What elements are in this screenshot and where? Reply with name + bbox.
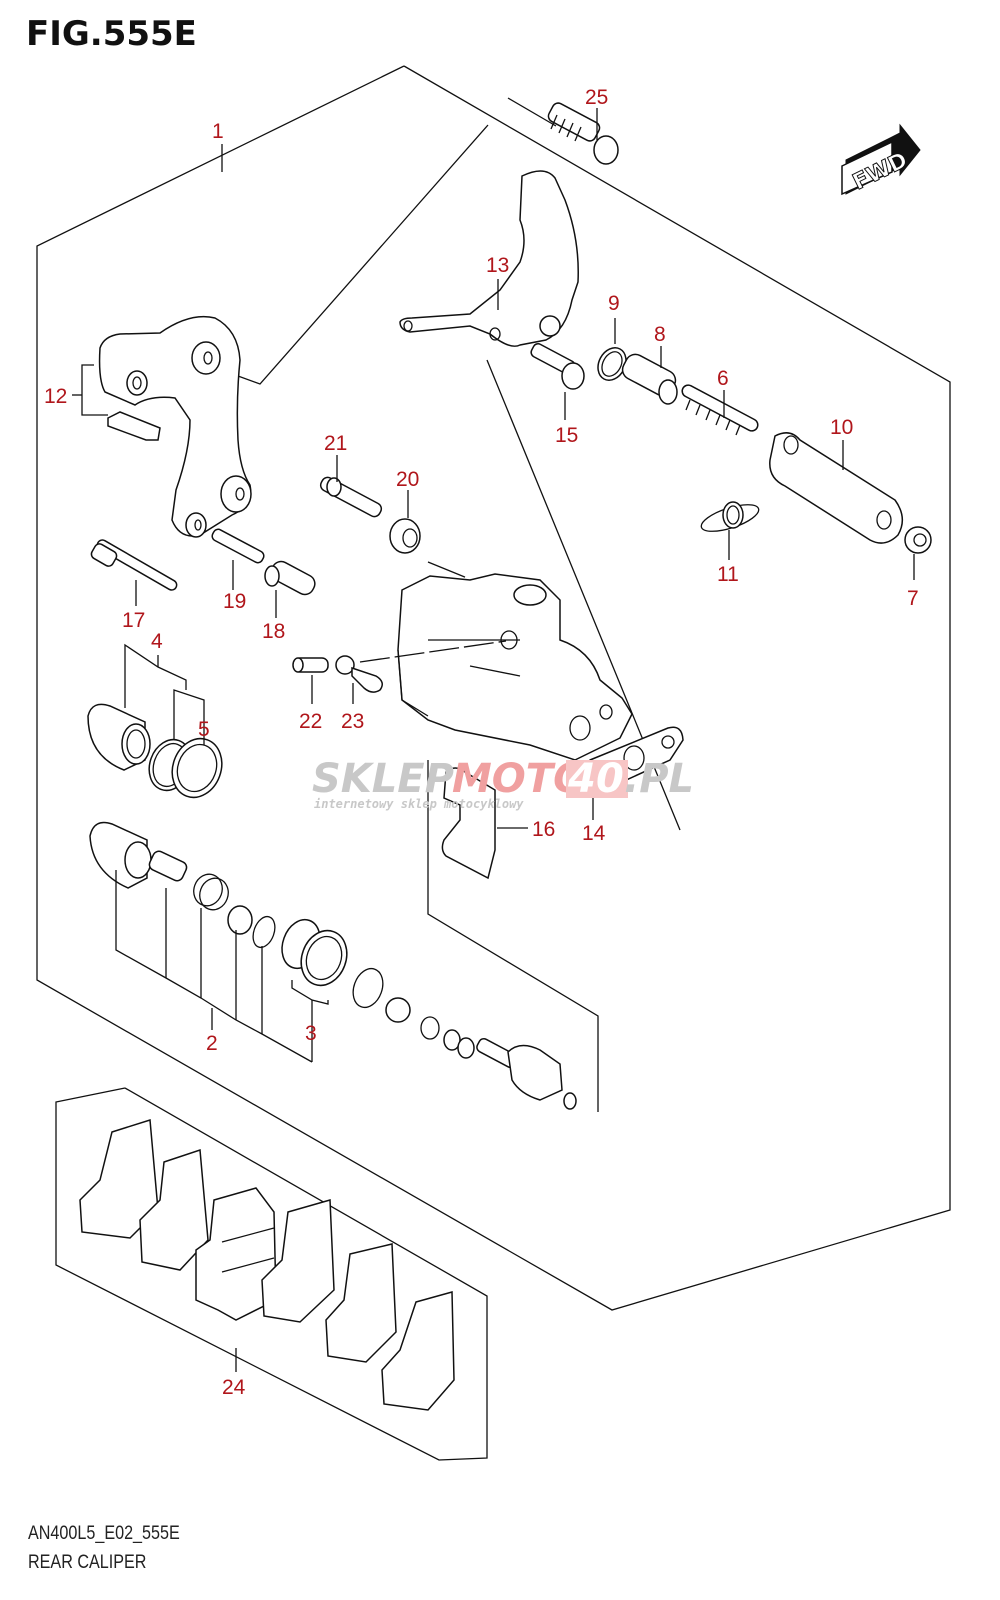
callout-1[interactable]: 1 [212, 120, 224, 143]
part-19-slide-pin[interactable] [210, 528, 265, 565]
part-25-bolt[interactable] [546, 101, 619, 165]
callout-5[interactable]: 5 [198, 718, 210, 741]
callout-19[interactable]: 19 [223, 590, 246, 613]
part-18-boot[interactable] [264, 558, 318, 597]
part-7-nut[interactable] [904, 526, 932, 554]
part-8-sleeve[interactable] [619, 351, 679, 405]
watermark: SKLEP MOTO 4 0 .PL internetowy sklep mot… [312, 756, 694, 811]
figure-code: AN400L5_E02_555E [28, 1523, 180, 1544]
callout-12[interactable]: 12 [44, 385, 67, 408]
callout-6[interactable]: 6 [717, 367, 729, 390]
watermark-tagline: internetowy sklep motocyklowy [314, 797, 524, 811]
watermark-sklep: SKLEP [312, 756, 454, 802]
callout-3[interactable]: 3 [305, 1022, 317, 1045]
forward-arrow-icon: FWD [841, 123, 921, 196]
figure-name: REAR CALIPER [28, 1552, 147, 1573]
callout-13[interactable]: 13 [486, 254, 509, 277]
brake-pad-backplate-1[interactable] [139, 1148, 209, 1271]
caliper-body[interactable] [397, 573, 633, 761]
callout-25[interactable]: 25 [585, 86, 608, 109]
part-15-bolt[interactable] [529, 342, 585, 390]
part-5-dust-seal[interactable] [164, 732, 230, 805]
callout-21[interactable]: 21 [324, 432, 347, 455]
callout-24[interactable]: 24 [222, 1376, 246, 1399]
figure-title: FIG.555E [26, 14, 197, 54]
callout-4[interactable]: 4 [151, 630, 163, 653]
assembly-boundary [36, 65, 951, 1311]
part-2-piston-assembly[interactable] [89, 821, 279, 951]
part-16-pad-spring[interactable] [441, 767, 496, 880]
watermark-pl: .PL [624, 756, 694, 802]
callout-23[interactable]: 23 [341, 710, 364, 733]
part-11-spring[interactable] [698, 499, 761, 537]
part-4-piston[interactable] [87, 703, 151, 771]
part-20-boot[interactable] [389, 518, 421, 554]
brake-pad-backplate-2[interactable] [325, 1243, 397, 1363]
callout-22[interactable]: 22 [299, 710, 322, 733]
brake-pad-2[interactable] [261, 1199, 335, 1323]
callout-8[interactable]: 8 [654, 323, 666, 346]
watermark-0: 0 [596, 756, 624, 802]
part-6-spring[interactable] [680, 383, 760, 436]
callout-20[interactable]: 20 [396, 468, 419, 491]
watermark-4: 4 [567, 756, 596, 802]
part-13-bracket[interactable] [399, 170, 579, 347]
brake-pad-box [55, 1087, 488, 1461]
callout-2[interactable]: 2 [206, 1032, 218, 1055]
part-3-seal-kit[interactable] [276, 914, 355, 991]
callout-14[interactable]: 14 [582, 822, 606, 845]
part-17-slide-pin[interactable] [90, 538, 179, 592]
callout-7[interactable]: 7 [907, 587, 919, 610]
part-22-bleeder[interactable] [292, 657, 329, 673]
brake-pad-shim-right[interactable] [381, 1291, 455, 1411]
subassembly-boundary-bracket [507, 97, 557, 127]
watermark-moto: MOTO [452, 756, 587, 802]
callout-18[interactable]: 18 [262, 620, 285, 643]
callout-15[interactable]: 15 [555, 424, 578, 447]
callout-10[interactable]: 10 [830, 416, 853, 439]
callout-16[interactable]: 16 [532, 818, 555, 841]
part-10-lever[interactable] [769, 432, 904, 544]
part-23-bleeder-cap[interactable] [335, 655, 383, 693]
callout-9[interactable]: 9 [608, 292, 620, 315]
brake-pad-shim-left[interactable] [79, 1119, 159, 1239]
brake-pad-1[interactable] [195, 1187, 277, 1321]
subassembly-boundary-diag [215, 124, 489, 385]
callout-17[interactable]: 17 [122, 609, 145, 632]
part-12-caliper-bracket[interactable] [98, 315, 252, 538]
part-21-pin[interactable] [319, 475, 384, 518]
caliper-body-box [427, 760, 599, 1112]
adjuster-assembly[interactable] [348, 964, 577, 1110]
callout-11[interactable]: 11 [717, 563, 739, 586]
